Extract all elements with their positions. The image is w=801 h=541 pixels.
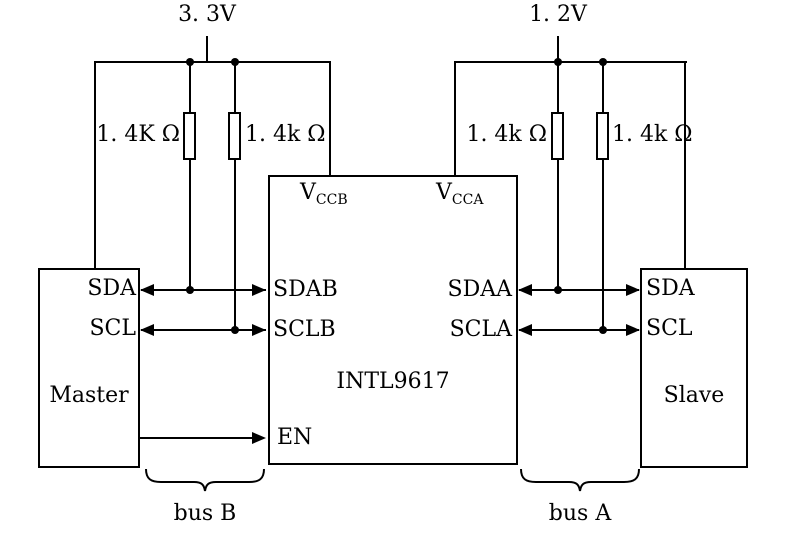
bus-a-brace — [520, 468, 640, 492]
ic-box — [268, 175, 518, 465]
bus-b-label: bus B — [173, 501, 237, 526]
ic-name-label: INTL9617 — [336, 369, 450, 394]
resistor-r4-label: 1. 4k Ω — [612, 122, 693, 147]
arrowhead-right-icon — [252, 432, 266, 444]
supply-voltage-right-label: 1. 2V — [529, 2, 587, 27]
arrowhead-left-icon — [518, 284, 532, 296]
arrowhead-right-icon — [252, 324, 266, 336]
resistor-r1 — [183, 112, 196, 160]
wire-r4-bottom — [602, 158, 604, 332]
wire-supply-stub-left — [206, 36, 208, 62]
resistor-r2 — [228, 112, 241, 160]
supply-voltage-left-label: 3. 3V — [178, 2, 236, 27]
wire-rail-to-vcca — [454, 61, 456, 177]
arrowhead-left-icon — [140, 324, 154, 336]
arrowhead-left-icon — [140, 284, 154, 296]
ic-pin-en-label: EN — [277, 425, 313, 450]
vccb-base: V — [300, 180, 316, 205]
master-box — [38, 268, 140, 468]
arrowhead-right-icon — [626, 324, 640, 336]
junction-dot — [554, 58, 562, 66]
wire-rail-to-vccb — [329, 61, 331, 177]
ic-pin-sdab-label: SDAB — [273, 277, 338, 302]
wire-rail-to-master — [94, 61, 96, 270]
slave-pin-sda-label: SDA — [646, 276, 695, 301]
wire-r3-top — [557, 36, 559, 114]
wire-r2-top — [234, 61, 236, 114]
ic-pin-sdaa-label: SDAA — [447, 277, 513, 302]
wire-scl-a — [519, 329, 639, 331]
vcca-base: V — [436, 180, 452, 205]
slave-name-label: Slave — [663, 383, 725, 408]
wire-sda-b — [141, 289, 266, 291]
vccb-subscript: CCB — [315, 192, 348, 208]
wire-r1-top — [189, 61, 191, 114]
resistor-r3-label: 1. 4k Ω — [466, 122, 547, 147]
slave-box — [640, 268, 748, 468]
arrowhead-left-icon — [518, 324, 532, 336]
arrowhead-right-icon — [626, 284, 640, 296]
wire-vcc-rail-right — [454, 61, 687, 63]
wire-r3-bottom — [557, 158, 559, 291]
master-pin-scl-label: SCL — [89, 316, 136, 341]
wire-r2-bottom — [234, 158, 236, 332]
resistor-r3 — [551, 112, 564, 160]
bus-b-brace — [145, 468, 265, 492]
resistor-r1-label: 1. 4K Ω — [96, 122, 180, 147]
master-name-label: Master — [49, 383, 129, 408]
ic-pin-scla-label: SCLA — [449, 317, 512, 342]
slave-pin-scl-label: SCL — [646, 316, 693, 341]
wire-r4-top — [602, 61, 604, 114]
ic-pin-sclb-label: SCLB — [273, 317, 336, 342]
resistor-r2-label: 1. 4k Ω — [245, 122, 326, 147]
junction-dot — [231, 58, 239, 66]
ic-pin-vcca-label: VCCA — [436, 180, 484, 209]
junction-dot — [186, 58, 194, 66]
ic-pin-vccb-label: VCCB — [300, 180, 348, 209]
wire-sda-a — [519, 289, 639, 291]
wire-vcc-rail-left — [94, 61, 331, 63]
vcca-subscript: CCA — [451, 192, 484, 208]
junction-dot — [599, 58, 607, 66]
wire-en — [140, 437, 254, 439]
wire-r1-bottom — [189, 158, 191, 291]
bus-a-label: bus A — [548, 501, 612, 526]
arrowhead-right-icon — [252, 284, 266, 296]
resistor-r4 — [596, 112, 609, 160]
wire-scl-b — [141, 329, 266, 331]
wire-rail-to-slave — [684, 61, 686, 270]
master-pin-sda-label: SDA — [87, 276, 136, 301]
